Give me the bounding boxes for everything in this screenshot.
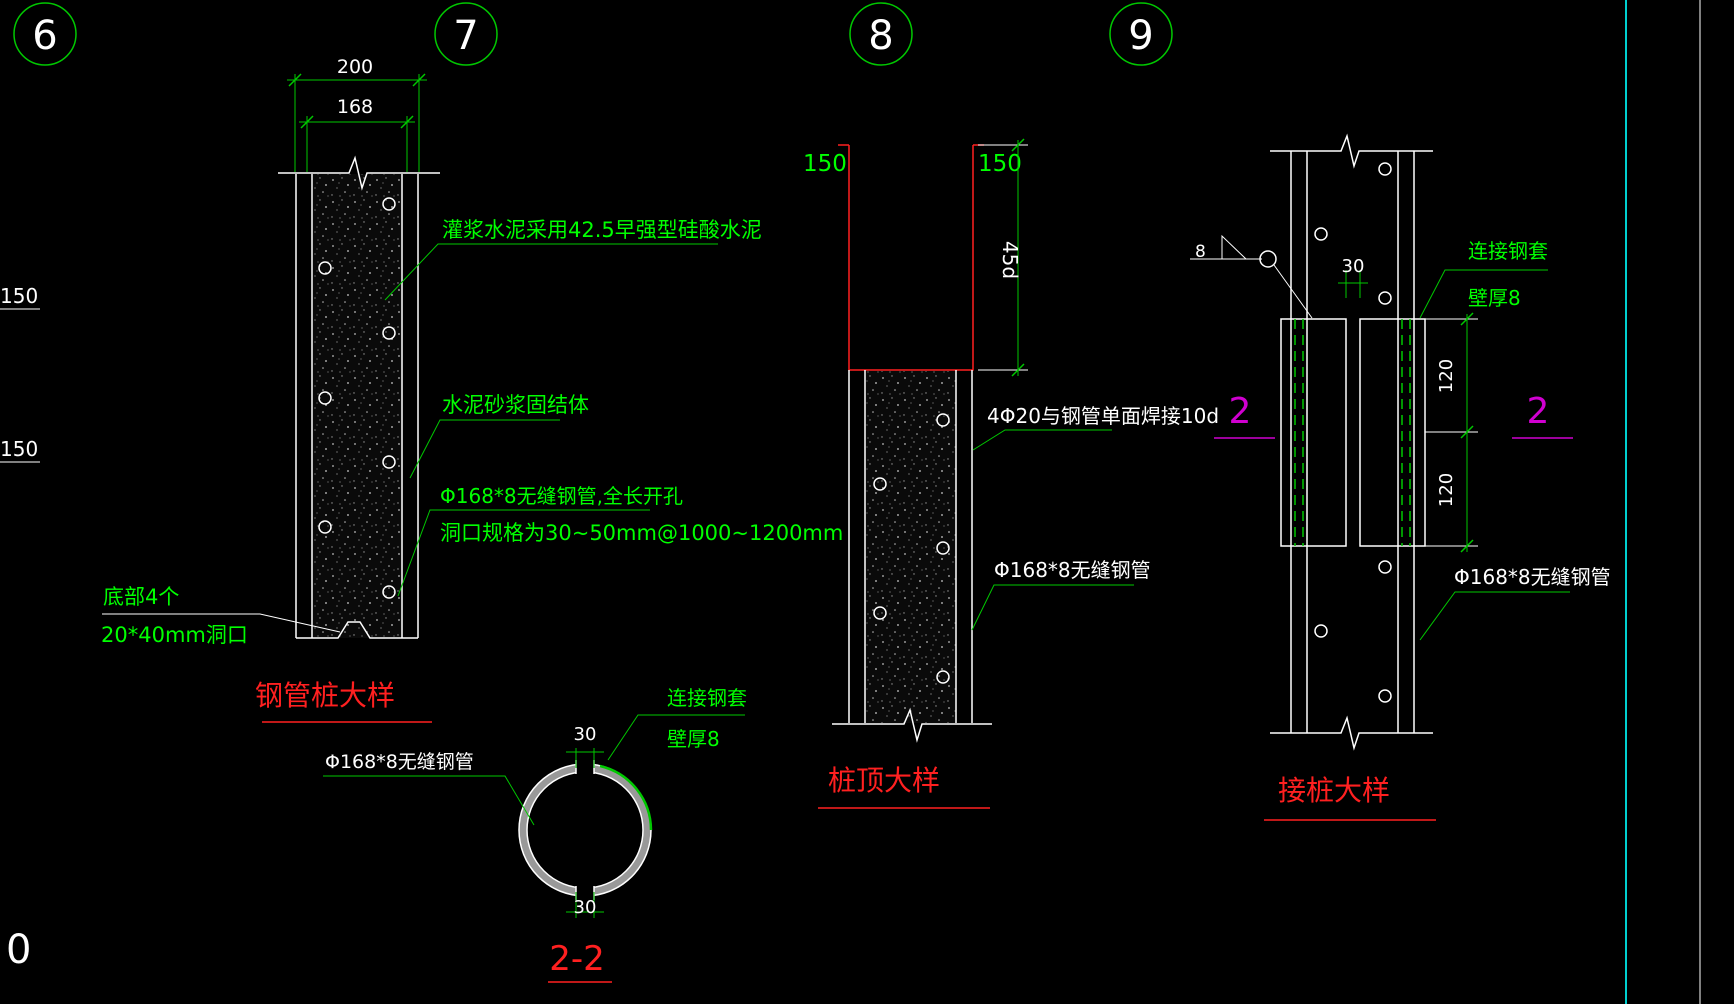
weld-size: 8	[1195, 242, 1206, 262]
title-pile-top: 桩顶大样	[828, 764, 940, 797]
dim-200: 200	[337, 56, 373, 78]
dim-120-a: 120	[1436, 359, 1457, 393]
note-bottom-2: 20*40mm洞口	[101, 623, 248, 647]
grid-bubble-8-label: 8	[868, 13, 893, 59]
note-pipe-joint: Φ168*8无缝钢管	[1454, 565, 1611, 589]
title-steel-pile: 钢管桩大样	[255, 679, 395, 712]
note-grout: 灌浆水泥采用42.5早强型硅酸水泥	[442, 218, 762, 242]
grid-bubble-9-label: 9	[1128, 13, 1153, 59]
dim-30-top: 30	[574, 724, 597, 745]
left-edge-dimensions: 150 150 0	[0, 284, 40, 973]
note-pipe-22: Φ168*8无缝钢管	[325, 751, 474, 773]
note-sleeve-1-joint: 连接钢套	[1468, 239, 1548, 263]
note-pipe-1: Φ168*8无缝钢管,全长开孔	[440, 484, 683, 508]
note-pipe-top: Φ168*8无缝钢管	[994, 558, 1151, 582]
pile-top-fill	[865, 371, 956, 723]
note-sleeve-1-22: 连接钢套	[667, 686, 747, 710]
grid-bubble-9[interactable]: 9	[1109, 2, 1173, 66]
pile-top-detail[interactable]: 150 150 45d 4Φ20与钢管单面焊接10d Φ168*8无缝钢管 桩顶…	[803, 138, 1219, 809]
grid-bubble-8[interactable]: 8	[849, 2, 913, 66]
steel-pile-detail[interactable]: 200 168 灌浆水泥采用42.5早强型硅酸水泥 水泥砂浆固结体 Φ168*8	[101, 56, 843, 723]
grid-bubble-7[interactable]: 7	[434, 2, 498, 66]
dim-150-left: 150	[803, 151, 847, 177]
section-mark-left[interactable]: 2	[1229, 391, 1252, 432]
note-mortar: 水泥砂浆固结体	[442, 393, 589, 417]
left-bottom-char: 0	[6, 927, 31, 973]
note-pipe-2: 洞口规格为30~50mm@1000~1200mm	[440, 521, 843, 545]
dim-45d: 45d	[998, 241, 1022, 279]
section-mark-right[interactable]: 2	[1527, 391, 1550, 432]
section-2-2[interactable]: 30 30 连接钢套 壁厚8 Φ168*8无缝钢管 2-2	[323, 686, 747, 983]
left-dim-a: 150	[0, 284, 38, 308]
title-section-2-2: 2-2	[549, 939, 605, 979]
grid-bubble-7-label: 7	[453, 13, 478, 59]
grid-bubble-6[interactable]: 6	[13, 2, 77, 66]
note-bottom-1: 底部4个	[103, 585, 179, 609]
note-rebar: 4Φ20与钢管单面焊接10d	[987, 404, 1219, 428]
note-sleeve-2-joint: 壁厚8	[1468, 286, 1521, 310]
note-sleeve-2-22: 壁厚8	[667, 727, 720, 751]
dim-120-b: 120	[1436, 473, 1457, 507]
dim-168: 168	[337, 96, 373, 118]
left-dim-b: 150	[0, 437, 38, 461]
title-pile-joint: 接桩大样	[1278, 774, 1390, 807]
dim-30-bottom: 30	[574, 897, 597, 918]
pile-joint-detail[interactable]: 8 30 连接钢套 壁厚8 120 120 2 2 Φ168*8无缝钢管 接桩大…	[1190, 133, 1611, 821]
dim-30-gap: 30	[1342, 256, 1365, 277]
grout-fill	[312, 174, 402, 638]
dim-150-right: 150	[978, 151, 1022, 177]
grid-bubble-6-label: 6	[32, 13, 57, 59]
